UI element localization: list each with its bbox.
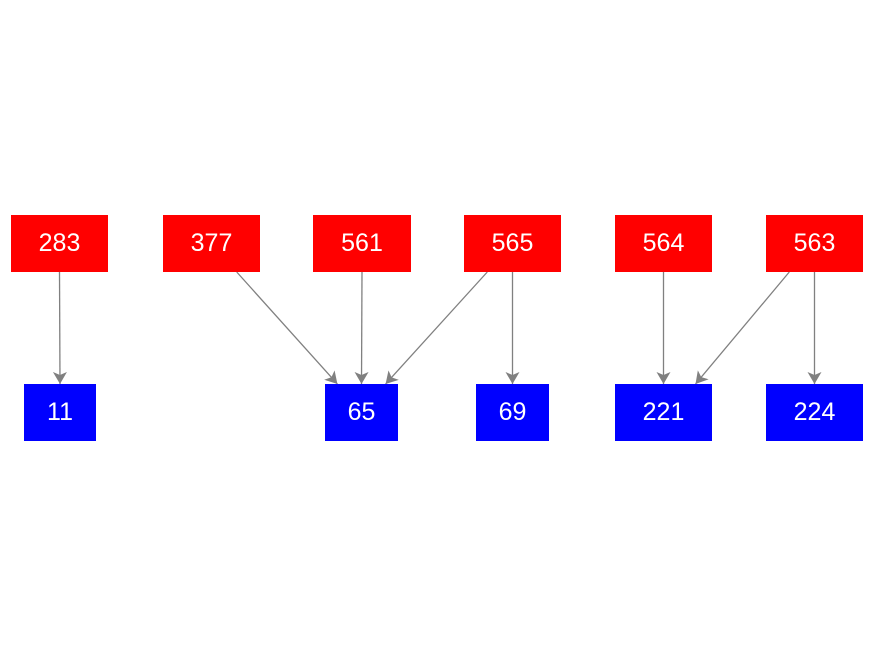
node-283-label: 283: [38, 229, 81, 257]
node-565: 565: [464, 215, 561, 272]
node-564-label: 564: [642, 229, 685, 257]
node-224: 224: [766, 384, 863, 441]
node-69-label: 69: [498, 398, 527, 426]
edge-563-to-221: [695, 271, 790, 385]
edge-565-to-65: [385, 271, 488, 385]
node-11: 11: [24, 384, 96, 441]
node-377: 377: [163, 215, 260, 272]
node-563: 563: [766, 215, 863, 272]
node-65-label: 65: [347, 398, 376, 426]
edge-561-to-65: [354, 271, 369, 385]
node-377-label: 377: [190, 229, 233, 257]
node-564: 564: [615, 215, 712, 272]
node-65: 65: [325, 384, 398, 441]
node-69: 69: [476, 384, 549, 441]
node-563-label: 563: [793, 229, 836, 257]
node-11-label: 11: [47, 398, 73, 426]
node-283: 283: [11, 215, 108, 272]
node-221-label: 221: [642, 398, 685, 426]
node-561: 561: [313, 215, 411, 272]
node-221: 221: [615, 384, 712, 441]
edge-283-to-11: [52, 271, 67, 385]
edge-377-to-65: [236, 271, 338, 385]
node-561-label: 561: [341, 229, 383, 257]
node-224-label: 224: [793, 398, 836, 426]
node-565-label: 565: [491, 229, 534, 257]
